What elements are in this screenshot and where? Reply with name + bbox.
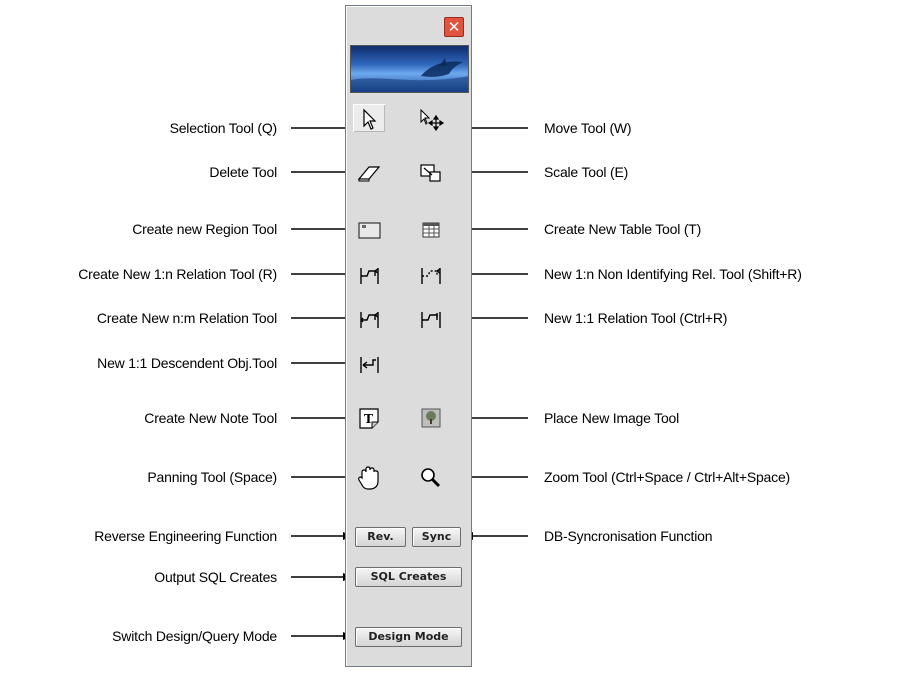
palette-banner-image [350, 45, 469, 93]
relation-nm-icon [360, 312, 379, 328]
label-db-sync: DB-Syncronisation Function [544, 528, 713, 544]
label-relation-1n-tool: Create New 1:n Relation Tool (R) [78, 266, 277, 282]
relation-1n-nonid-tool-button[interactable] [415, 262, 447, 290]
dolphin-banner-icon [351, 58, 468, 92]
hand-icon [358, 466, 379, 490]
table-icon [422, 222, 440, 238]
label-descendent-tool: New 1:1 Descendent Obj.Tool [97, 355, 277, 371]
label-region-tool: Create new Region Tool [132, 221, 277, 237]
move-arrows-icon [420, 108, 445, 132]
label-output-sql: Output SQL Creates [154, 569, 277, 585]
label-switch-mode: Switch Design/Query Mode [112, 628, 277, 644]
relation-1n-tool-button[interactable] [353, 262, 385, 290]
label-selection-tool: Selection Tool (Q) [169, 120, 278, 136]
label-scale-tool: Scale Tool (E) [544, 164, 629, 180]
scale-icon [420, 164, 441, 182]
label-relation-nm-tool: Create New n:m Relation Tool [96, 310, 277, 326]
relation-1n-icon [360, 268, 379, 284]
relation-1n-non-identifying-icon [421, 268, 441, 284]
magnifier-icon [421, 468, 441, 488]
descendent-object-icon [360, 357, 379, 373]
sql-creates-button[interactable]: SQL Creates [355, 567, 462, 587]
descendent-tool-button[interactable] [353, 351, 385, 379]
relation-nm-tool-button[interactable] [353, 306, 385, 334]
relation-11-tool-button[interactable] [415, 306, 447, 334]
selection-tool-button[interactable] [353, 104, 385, 132]
db-sync-button[interactable]: Sync [412, 527, 461, 547]
relation-11-icon [421, 312, 441, 328]
palette-titlebar[interactable]: ✕ [346, 6, 471, 42]
label-delete-tool: Delete Tool [209, 164, 277, 180]
design-mode-button[interactable]: Design Mode [355, 627, 462, 647]
tool-palette-window: ✕ [345, 5, 472, 667]
label-zoom-tool: Zoom Tool (Ctrl+Space / Ctrl+Alt+Space) [544, 469, 790, 485]
note-tool-button[interactable]: T [353, 404, 385, 432]
scale-tool-button[interactable] [415, 159, 447, 187]
label-reverse-engineering: Reverse Engineering Function [94, 528, 277, 544]
move-tool-button[interactable] [415, 104, 447, 132]
image-icon [421, 408, 441, 428]
note-icon: T [359, 408, 379, 429]
reverse-engineering-button[interactable]: Rev. [355, 527, 406, 547]
table-tool-button[interactable] [415, 216, 447, 244]
label-relation-1n-nonid-tool: New 1:n Non Identifying Rel. Tool (Shift… [544, 266, 802, 282]
image-tool-button[interactable] [415, 404, 447, 432]
label-image-tool: Place New Image Tool [544, 410, 680, 426]
region-icon [358, 222, 381, 239]
label-note-tool: Create New Note Tool [144, 410, 277, 426]
arrow-pointer-icon [363, 108, 377, 130]
zoom-tool-button[interactable] [415, 464, 447, 492]
label-relation-11-tool: New 1:1 Relation Tool (Ctrl+R) [544, 310, 728, 326]
region-tool-button[interactable] [353, 216, 385, 244]
panning-tool-button[interactable] [353, 464, 385, 492]
label-move-tool: Move Tool (W) [544, 120, 632, 136]
delete-tool-button[interactable] [353, 159, 385, 187]
close-button[interactable]: ✕ [444, 17, 464, 37]
label-panning-tool: Panning Tool (Space) [147, 469, 277, 485]
eraser-icon [357, 166, 381, 182]
svg-text:T: T [364, 412, 373, 426]
label-table-tool: Create New Table Tool (T) [544, 221, 702, 237]
